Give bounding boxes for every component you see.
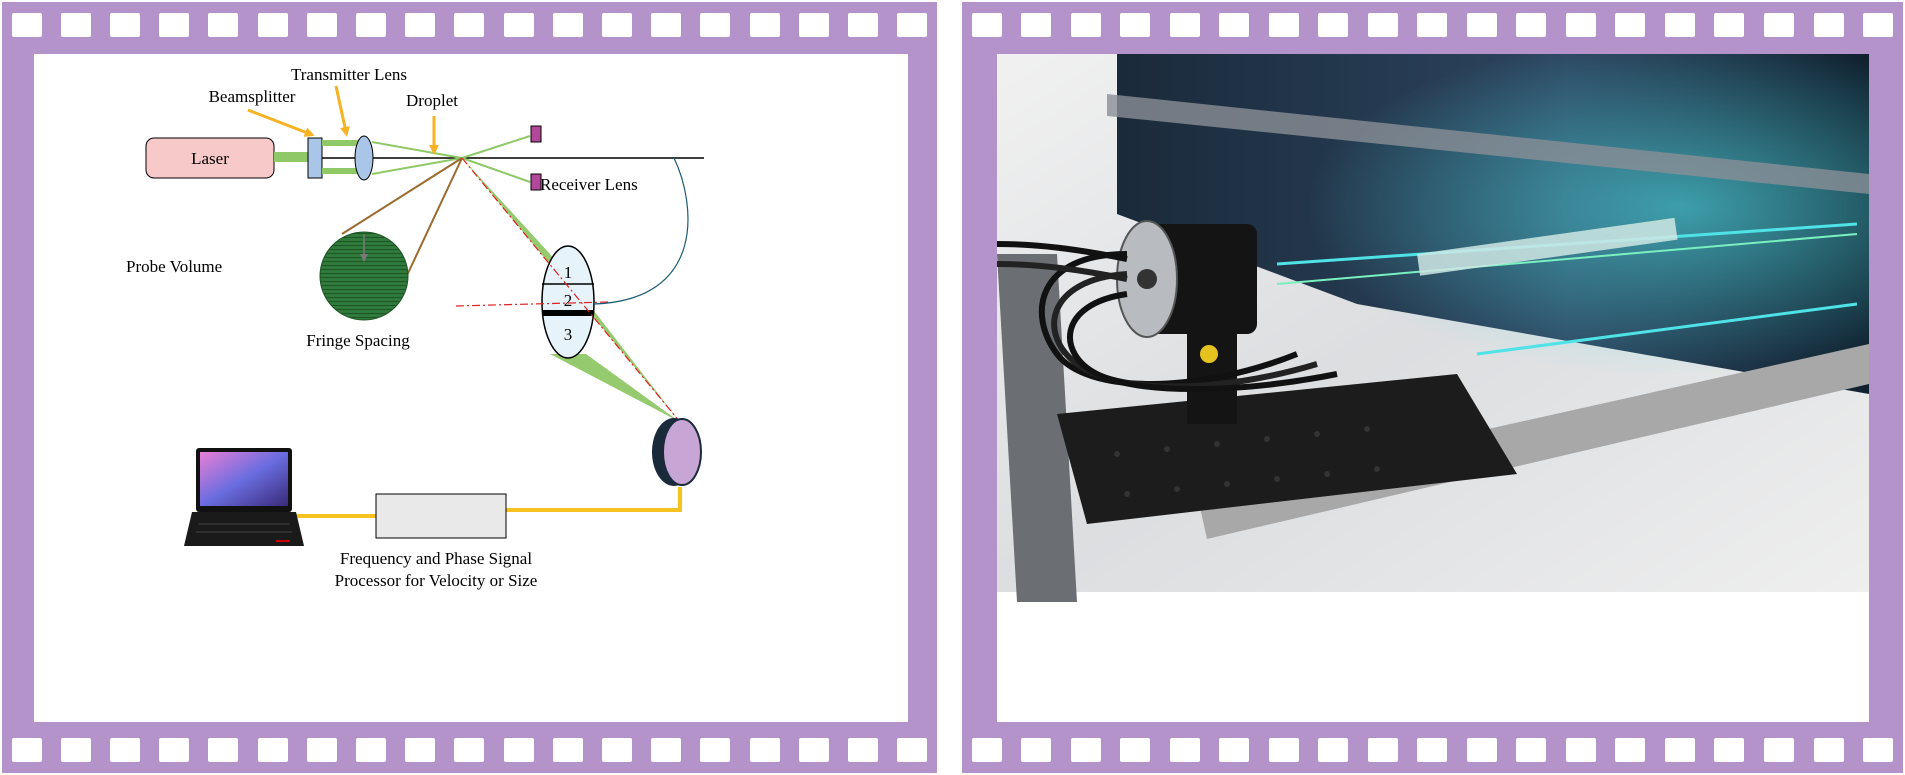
receiver-lens — [541, 245, 595, 359]
ldv-schematic: Laser — [126, 65, 704, 590]
detector-2-label: 2 — [564, 291, 573, 310]
split-beam-bottom — [322, 168, 360, 174]
film-frame-right — [962, 2, 1903, 773]
receiver-fiber — [593, 157, 689, 305]
beamsplitter-label: Beamsplitter — [209, 87, 296, 106]
beam-converge-top — [371, 141, 463, 159]
transmitter-lens — [354, 135, 374, 181]
photo-panel — [997, 54, 1869, 722]
laser-beam — [274, 152, 308, 162]
scatter-cone-lower — [550, 354, 680, 422]
beam-diverge-top — [461, 135, 531, 159]
horizontal-axis — [455, 301, 609, 307]
detector-divider-2 — [543, 310, 593, 316]
optical-breadboard — [1057, 374, 1517, 524]
mount-clamp — [1200, 345, 1218, 363]
transmitter-lens-label: Transmitter Lens — [291, 65, 407, 84]
signal-processor — [375, 493, 507, 539]
laser-label: Laser — [191, 149, 229, 168]
laptop-icon — [184, 448, 304, 546]
beam-converge-bottom — [371, 157, 463, 175]
beam-diverge-bottom — [461, 157, 531, 183]
film-frame-left: Laser — [2, 2, 937, 773]
receiver-lens-label: Receiver Lens — [540, 175, 638, 194]
processor-label-line1: Frequency and Phase Signal — [340, 549, 532, 568]
film-perforations-top — [2, 10, 937, 40]
beam-stop-top — [530, 125, 542, 143]
split-beam-top — [322, 140, 360, 146]
ldv-probe-photo-icon — [997, 54, 1869, 602]
film-perforations-bottom — [2, 735, 937, 765]
droplet-label: Droplet — [406, 91, 458, 110]
processor-label-line2: Processor for Velocity or Size — [335, 571, 538, 590]
fringe-spacing-label: Fringe Spacing — [306, 331, 410, 350]
cable-detector-processor — [506, 487, 682, 512]
probe-volume-label: Probe Volume — [126, 257, 222, 276]
film-perforations-bottom-right — [962, 735, 1903, 765]
fringe-spacing-disc — [319, 231, 409, 321]
transmitter-lens-arrow — [334, 85, 350, 137]
scatter-axis — [461, 157, 681, 423]
film-perforations-top-right — [962, 10, 1903, 40]
fringe-line-right — [401, 157, 463, 287]
detector-3-label: 3 — [564, 325, 573, 344]
schematic-panel: Laser — [34, 54, 908, 722]
beam-stop-bottom — [530, 173, 542, 191]
fringe-line-left — [341, 157, 463, 235]
beamsplitter-arrow — [247, 108, 315, 137]
beamsplitter — [307, 137, 323, 179]
photodetector-face — [662, 418, 702, 486]
detector-1-label: 1 — [564, 263, 573, 282]
